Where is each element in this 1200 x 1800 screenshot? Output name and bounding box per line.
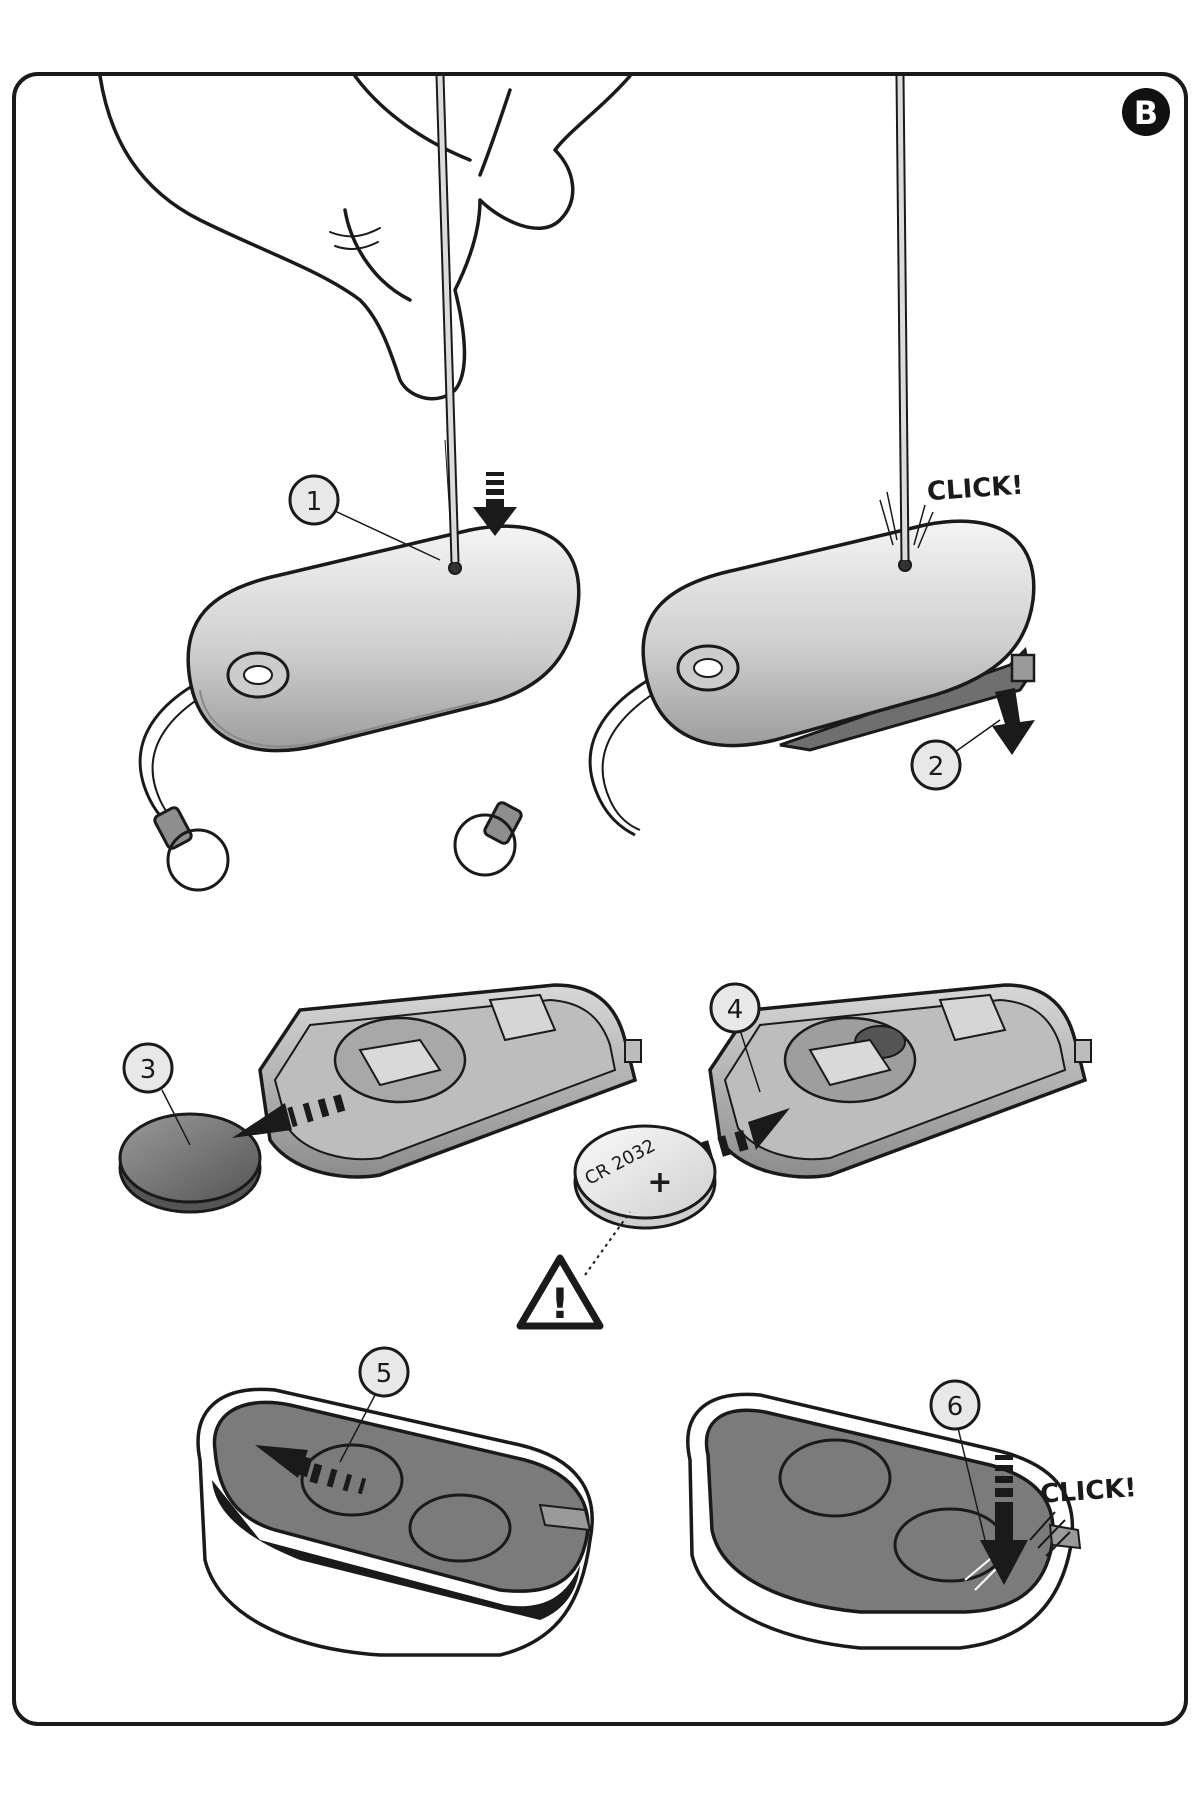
warning-icon: ! — [516, 1254, 604, 1330]
remove-arrow-left — [232, 1094, 346, 1138]
click-label-top: CLICK! — [926, 471, 1024, 508]
open-tray-left — [258, 983, 642, 1179]
panel-letter: B — [1134, 94, 1158, 132]
warning-symbol: ! — [550, 1279, 569, 1328]
new-battery-cr2032: CR 2032 + — [573, 1124, 717, 1230]
click-label-bottom: CLICK! — [1039, 1473, 1137, 1510]
step-number-1: 1 — [306, 487, 323, 517]
step-callout-6: 6 — [929, 1379, 986, 1541]
step-number-5: 5 — [376, 1359, 393, 1389]
step-callout-5: 5 — [339, 1346, 410, 1463]
battery-polarity: + — [647, 1165, 672, 1200]
pin-right — [879, 75, 934, 561]
warning-leader — [584, 1211, 631, 1276]
step-callout-1: 1 — [288, 474, 441, 561]
step-callout-4: 4 — [709, 982, 761, 1093]
slide-arrow-left — [255, 1445, 367, 1495]
hand-holding-pin — [98, 74, 632, 401]
step-callout-3: 3 — [122, 1042, 191, 1146]
old-battery — [118, 1112, 262, 1214]
step-callout-2: 2 — [910, 719, 1001, 791]
step-number-4: 4 — [727, 995, 744, 1025]
open-tray-right — [708, 983, 1092, 1179]
remote-closed-snap — [686, 1392, 1082, 1650]
release-arrow-down — [992, 688, 1035, 755]
step-number-3: 3 — [140, 1055, 157, 1085]
remote-closed-left — [138, 524, 581, 892]
step-number-6: 6 — [947, 1392, 964, 1422]
pin-left — [435, 75, 460, 563]
panel-badge: B — [1122, 88, 1170, 136]
snap-arrow-down — [980, 1455, 1028, 1585]
remote-opening-right — [453, 519, 1036, 877]
step-number-2: 2 — [928, 752, 945, 782]
